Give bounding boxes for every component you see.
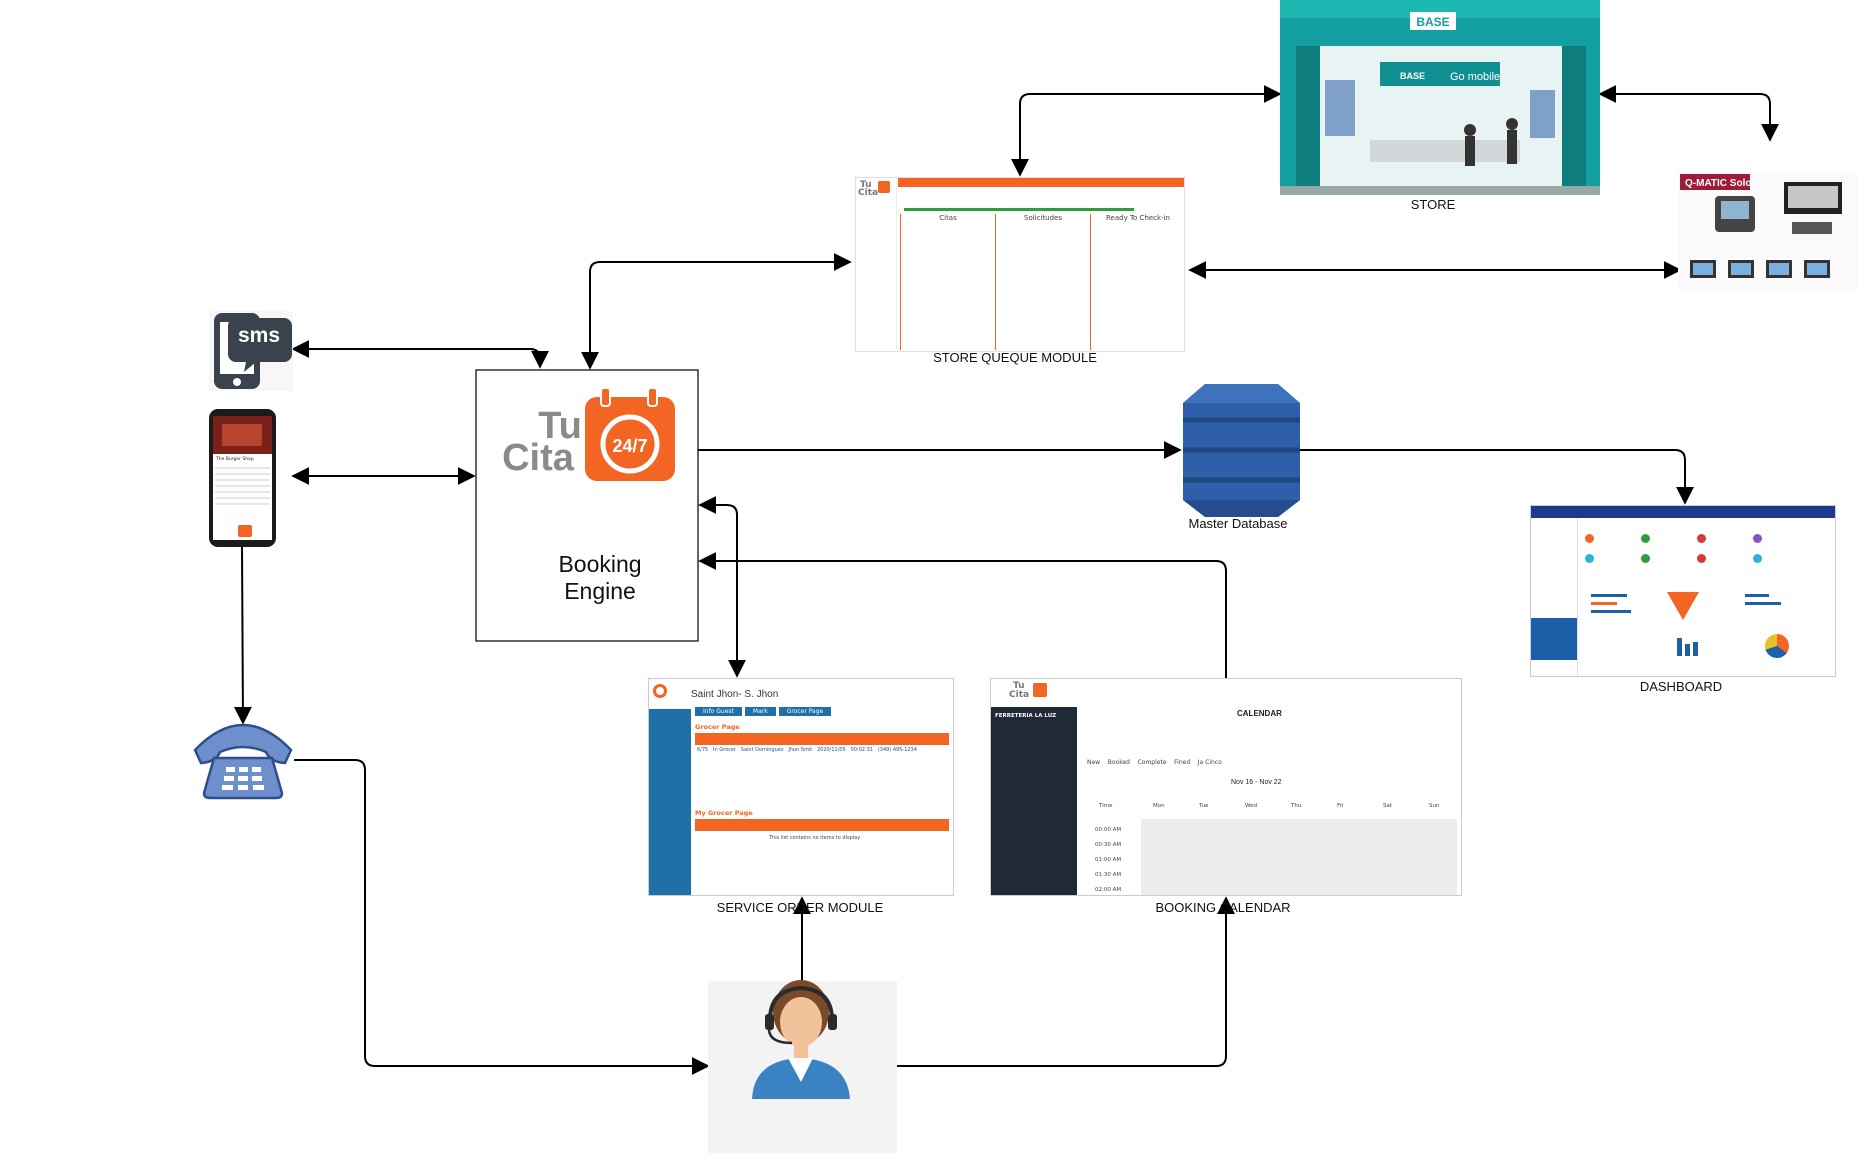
edge-store-qmatic [1598, 85, 1779, 142]
connectors [233, 85, 1779, 1075]
calendar-times: 00:00 AM 00:30 AM 01:00 AM 01:30 AM 02:0… [1095, 827, 1122, 893]
edge-agent-calendar [897, 896, 1235, 1067]
booking-engine-title-line2: Engine [564, 578, 636, 604]
store-queue-screenshot: Tu Cita Citas Solicitudes Ready To Check… [855, 177, 1185, 353]
sms-phone-icon: sms [209, 311, 293, 391]
booking-calendar-label: BOOKING CALENDAR [1155, 900, 1291, 915]
store-inner-text: Go mobile [1450, 71, 1500, 83]
calendar-title: CALENDAR [1237, 709, 1282, 718]
service-order-screenshot: Saint Jhon- S. Jhon Info Guest Mark Groc… [648, 678, 954, 896]
queue-col-3: Ready To Check-in [1106, 214, 1170, 222]
telephone-icon [193, 723, 293, 800]
queue-col-2: Solicitudes [996, 214, 1091, 350]
qmatic-title: Q-MATIC Solo [1685, 178, 1751, 189]
tab-mark[interactable]: Mark [744, 707, 776, 716]
mobile-app-phone: The Burger Shop [209, 409, 276, 547]
edge-db-dashboard [1300, 449, 1694, 505]
my-grocer-table-header [695, 819, 949, 831]
tucita-logo-word2: Cita [502, 437, 575, 479]
queue-topbar [898, 178, 1184, 187]
edge-telephone-agent [294, 759, 710, 1075]
section-my-grocer-page: My Grocer Page [695, 809, 753, 817]
dashboard-kpi-row [1581, 526, 1829, 566]
store-photo: BASE BASE Go mobile [1280, 0, 1600, 195]
calendar-24-7-icon: 24/7 [585, 387, 675, 481]
phone-app-title: The Burger Shop [215, 456, 254, 462]
service-order-logo-icon [653, 684, 667, 698]
booking-engine: Tu Cita 24/7 Booking Engine [475, 369, 699, 642]
booking-calendar-screenshot: FERRETERIA LA LUZ Tu Cita CALENDAR New B… [990, 678, 1462, 896]
grocer-table-header [695, 733, 949, 745]
badge-24-7: 24/7 [612, 436, 647, 456]
section-grocer-page: Grocer Page [695, 723, 740, 731]
service-order-tabs: Info Guest Mark Grocer Page [695, 707, 832, 716]
store-sign: BASE [1416, 15, 1449, 29]
tab-info-guest[interactable]: Info Guest [695, 707, 742, 716]
qmatic-system: Q-MATIC Solo [1678, 172, 1858, 290]
call-center-agent [708, 980, 897, 1153]
service-order-sidebar [649, 709, 691, 895]
dashboard-charts [1585, 578, 1829, 670]
service-order-title: Saint Jhon- S. Jhon [691, 689, 779, 700]
calendar-range: Nov 16 - Nov 22 [1231, 779, 1282, 786]
store-inner-sign: BASE [1400, 71, 1425, 81]
tucita-logo-word1: Tu [538, 405, 582, 447]
sms-text: sms [238, 324, 280, 347]
store-label: STORE [1410, 197, 1456, 212]
grocer-table-row: 6/75 In Grocer Saint Dominguez Jhon Smit… [697, 747, 917, 753]
my-grocer-empty: This list contains no items to display [769, 835, 861, 841]
tab-grocer-page[interactable]: Grocer Page [778, 707, 832, 716]
master-database-icon [1183, 384, 1300, 517]
calendar-legend: New Booked Complete Fined Ja Cinco [1087, 759, 1222, 766]
dashboard-sidebar [1531, 518, 1578, 676]
edge-store-queue [1011, 85, 1282, 177]
edge-calendar-engine [698, 552, 1227, 678]
dashboard-label: DASHBOARD [1639, 679, 1723, 694]
booking-engine-title-line1: Booking [558, 551, 641, 577]
calendar-company: FERRETERIA LA LUZ [995, 713, 1057, 719]
calendar-logo: Tu Cita [1009, 681, 1069, 705]
master-db-label: Master Database [1188, 516, 1288, 531]
store-queue-label: STORE QUEQUE MODULE [933, 350, 1097, 365]
dashboard-screenshot [1530, 505, 1836, 677]
service-order-label: SERVICE ORDER MODULE [716, 900, 884, 915]
edge-engine-service [698, 496, 746, 678]
calendar-grid [1141, 819, 1457, 895]
edge-engine-queue [581, 253, 852, 370]
queue-progress [904, 208, 1134, 211]
dashboard-topbar [1531, 506, 1835, 518]
edge-sms-engine [291, 340, 549, 369]
queue-col-1: Citas [900, 214, 996, 350]
edge-phone-telephone [233, 546, 252, 725]
queue-logo: Tu Cita [856, 178, 897, 353]
calendar-sidebar: FERRETERIA LA LUZ [991, 707, 1077, 895]
